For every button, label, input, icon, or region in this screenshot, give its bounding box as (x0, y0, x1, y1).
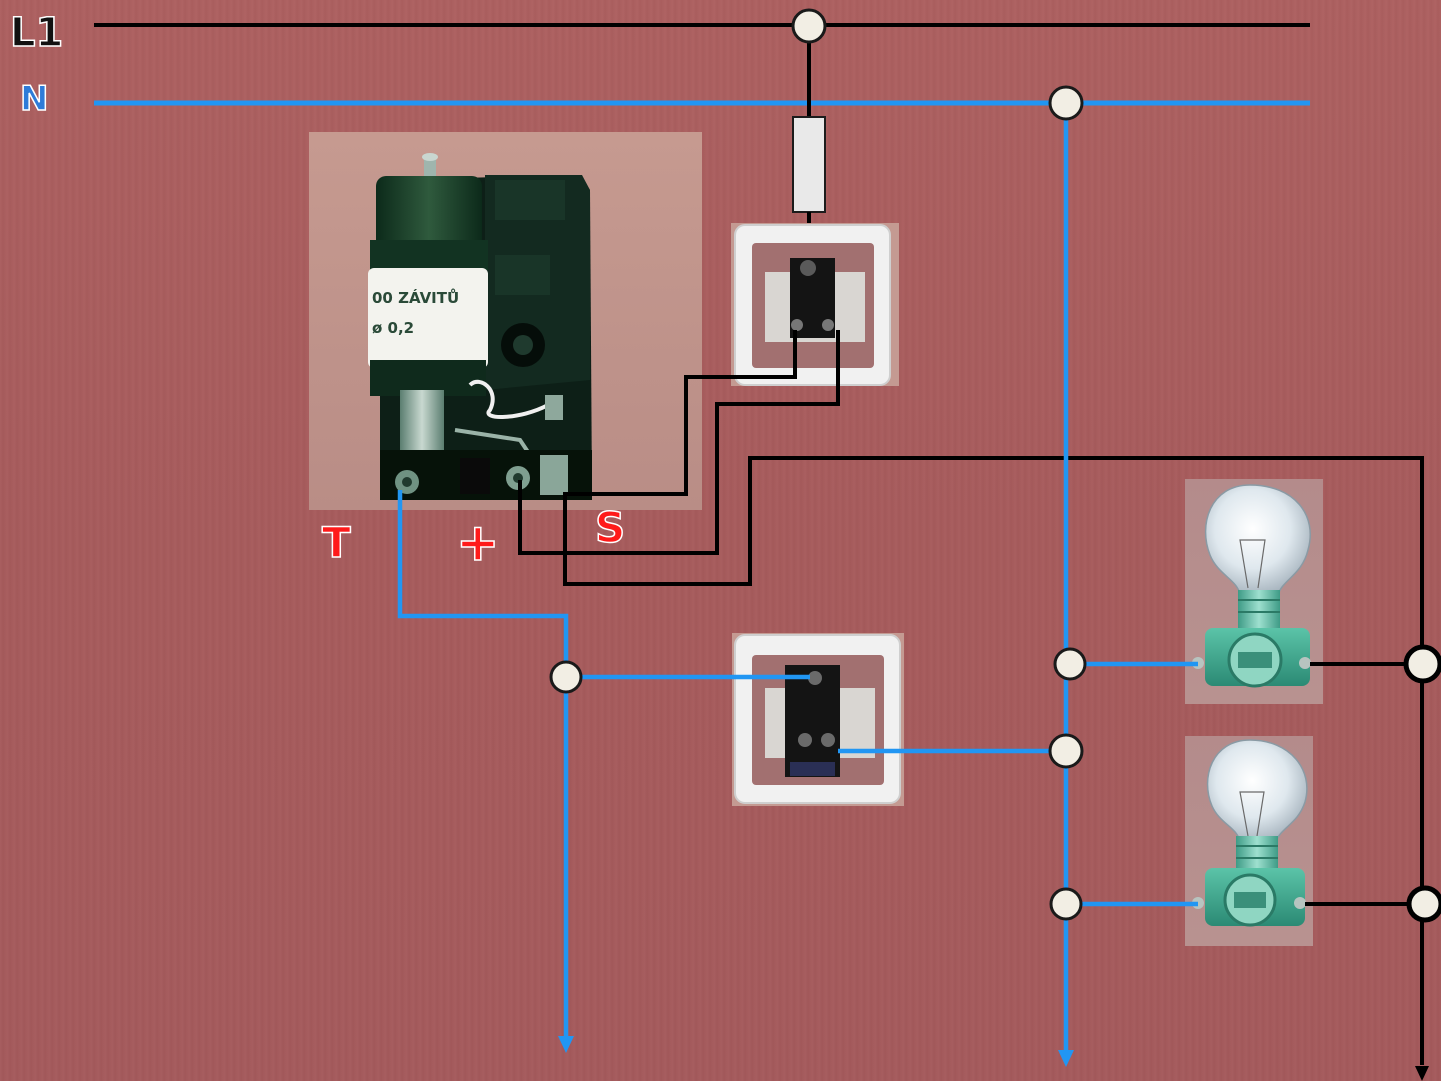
coil-wire-text: ø 0,2 (372, 319, 414, 337)
junction-neutral (1048, 85, 1084, 121)
coil-turns-text: 00 ZÁVITŮ (372, 287, 459, 307)
junction-nodes (549, 8, 1087, 921)
neutral-arrow-right (1058, 1050, 1074, 1067)
push-button-middle (732, 633, 904, 806)
light-bulb-lower (1185, 736, 1313, 946)
junction-lamp-lower-phase (1406, 885, 1441, 923)
light-bulb-upper (1185, 479, 1323, 704)
impulse-relay: 00 ZÁVITŮ ø 0,2 (309, 132, 702, 510)
phase-arrow (1415, 1066, 1429, 1081)
push-button-top (731, 223, 899, 386)
fuse (792, 25, 826, 258)
junction-phase (791, 8, 827, 44)
phase-wiring (518, 330, 1424, 1065)
junction-t-line (549, 660, 583, 694)
junction-lamp-lower-neutral (1049, 887, 1083, 921)
phase-label: L1 (10, 10, 63, 56)
neutral-label: N (20, 79, 48, 119)
junction-lamp-upper-phase (1403, 644, 1441, 684)
junction-switch-neutral (1048, 733, 1084, 769)
junction-lamp-upper-neutral (1053, 647, 1087, 681)
terminal-plus-label: + (456, 513, 500, 573)
neutral-arrow-left (558, 1036, 574, 1053)
terminal-s-label: S (595, 503, 625, 552)
terminal-t-label: T (322, 518, 351, 567)
